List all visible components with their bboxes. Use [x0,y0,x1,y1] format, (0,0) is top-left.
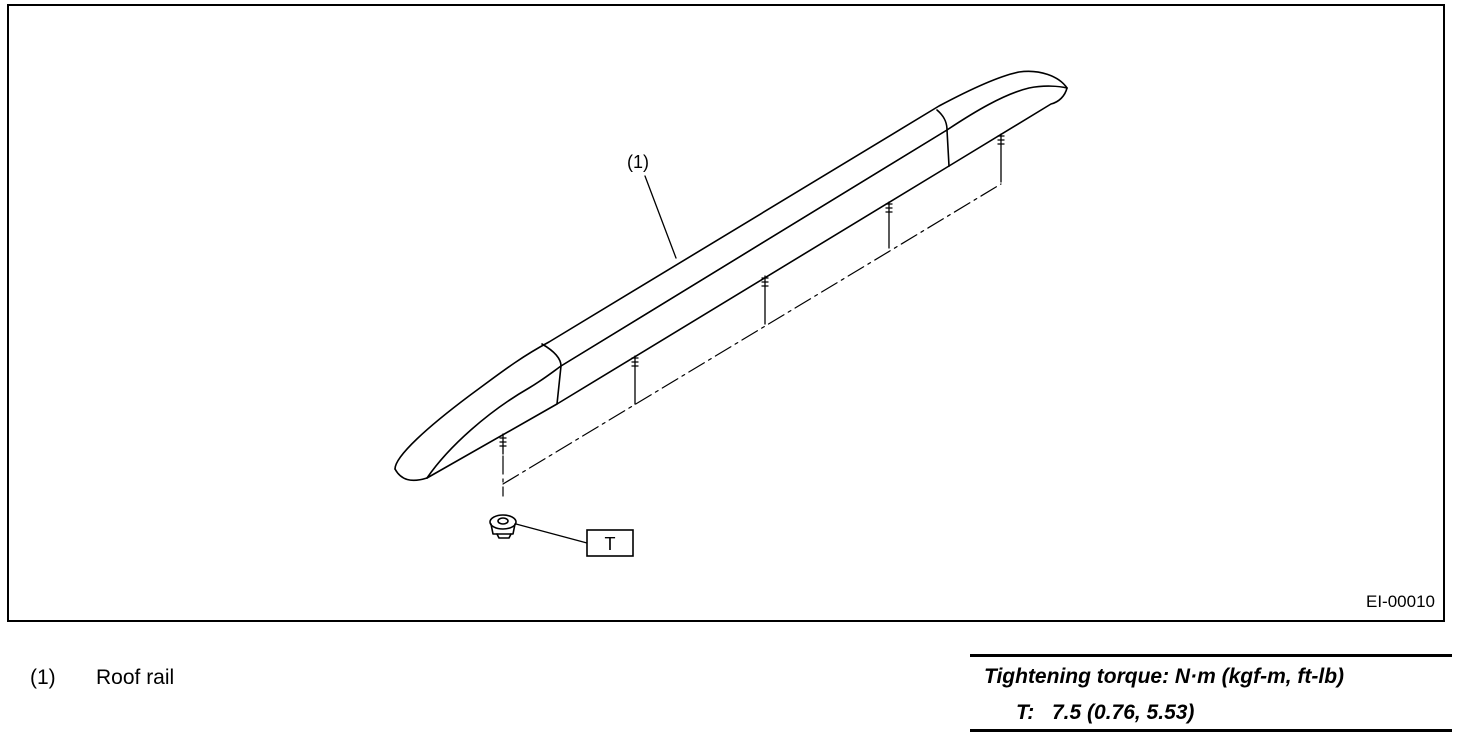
torque-symbol: T: [1016,701,1035,724]
tag-leader-line [515,523,588,544]
mounting-axis-lines [502,183,1002,497]
callout-leader-line [644,175,677,259]
studs [499,133,1005,455]
legend-item-number: (1) [30,666,56,689]
roof-rail-illustration: T (1) [394,70,1068,557]
torque-value: 7.5 (0.76, 5.53) [1052,701,1195,724]
legend-item: (1) Roof rail [30,666,174,690]
torque-tag-label: T [605,534,616,554]
figure-frame: T (1) EI-00010 [7,4,1445,622]
torque-table-row: T: 7.5 (0.76, 5.53) [1016,701,1194,725]
legend-item-text: Roof rail [96,666,175,689]
nut-icon [489,514,517,539]
torque-table: Tightening torque: N·m (kgf-m, ft-lb) T:… [970,654,1452,732]
legend: (1) Roof rail [30,666,174,690]
torque-table-title: Tightening torque: N·m (kgf-m, ft-lb) [984,665,1345,688]
roof-rail-body [394,70,1068,482]
callout-label: (1) [627,152,649,172]
figure-id: EI-00010 [1366,592,1435,611]
torque-tag-box [586,529,634,557]
